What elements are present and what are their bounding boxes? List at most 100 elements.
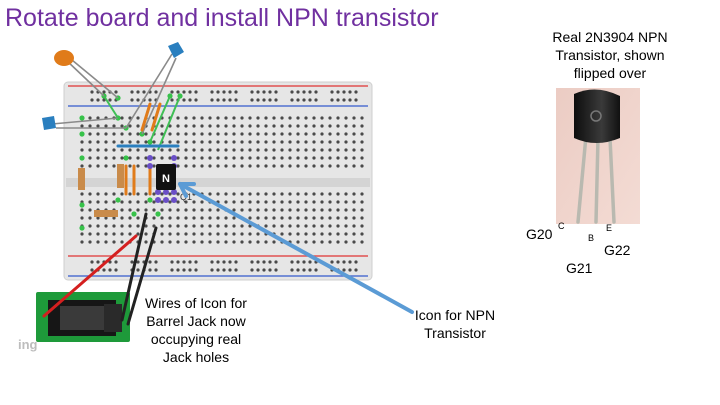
breadboard-hole	[136, 224, 140, 228]
breadboard-hole	[272, 140, 276, 144]
breadboard-hole	[248, 148, 252, 152]
breadboard-hole	[142, 90, 146, 94]
breadboard-hole	[104, 224, 108, 228]
breadboard-hole	[288, 232, 292, 236]
breadboard-hole	[272, 164, 276, 168]
breadboard-hole	[336, 192, 340, 196]
breadboard-hole	[296, 164, 300, 168]
breadboard-hole	[114, 260, 118, 264]
breadboard-hole	[88, 240, 92, 244]
breadboard-hole	[234, 98, 238, 102]
breadboard-hole	[216, 224, 220, 228]
breadboard-hole	[248, 232, 252, 236]
breadboard-hole	[224, 216, 228, 220]
breadboard-hole	[328, 132, 332, 136]
breadboard-hole	[320, 124, 324, 128]
breadboard-hole	[224, 164, 228, 168]
breadboard-hole	[348, 98, 352, 102]
breadboard-hole	[328, 116, 332, 120]
breadboard-hole	[348, 260, 352, 264]
breadboard-hole	[96, 132, 100, 136]
breadboard-hole	[170, 260, 174, 264]
breadboard-hole	[280, 224, 284, 228]
breadboard-hole	[160, 200, 164, 204]
breadboard-hole	[264, 116, 268, 120]
breadboard-hole	[224, 240, 228, 244]
breadboard-hole	[96, 156, 100, 160]
breadboard-hole	[136, 132, 140, 136]
breadboard-hole	[296, 148, 300, 152]
breadboard-hole	[120, 216, 124, 220]
breadboard-hole	[256, 116, 260, 120]
breadboard-hole	[232, 148, 236, 152]
breadboard-hole	[216, 98, 220, 102]
breadboard-hole	[256, 240, 260, 244]
pin-label-b: B	[588, 233, 595, 243]
breadboard-hole	[232, 164, 236, 168]
breadboard-hole	[268, 268, 272, 272]
breadboard-hole	[296, 156, 300, 160]
breadboard-hole	[192, 132, 196, 136]
breadboard-hole	[108, 98, 112, 102]
breadboard-hole	[232, 116, 236, 120]
breadboard-hole	[312, 240, 316, 244]
breadboard-hole	[348, 268, 352, 272]
breadboard-hole	[344, 140, 348, 144]
breadboard-hole	[240, 192, 244, 196]
breadboard-hole	[120, 232, 124, 236]
breadboard-hole	[268, 98, 272, 102]
breadboard-hole	[256, 192, 260, 196]
breadboard-hole	[312, 224, 316, 228]
breadboard-hole	[320, 224, 324, 228]
breadboard-hole	[240, 156, 244, 160]
breadboard-hole	[280, 156, 284, 160]
breadboard-hole	[176, 140, 180, 144]
breadboard-hole	[352, 200, 356, 204]
breadboard-hole	[280, 164, 284, 168]
breadboard-hole	[328, 224, 332, 228]
breadboard-hole	[330, 98, 334, 102]
transistor-photo	[556, 88, 640, 224]
breadboard-hole	[200, 116, 204, 120]
breadboard-hole	[88, 156, 92, 160]
breadboard-hole	[120, 124, 124, 128]
breadboard-hole	[320, 216, 324, 220]
npn-icon-letter: N	[162, 173, 170, 185]
breadboard-hole	[194, 268, 198, 272]
breadboard-hole	[264, 200, 268, 204]
breadboard-hole	[200, 224, 204, 228]
breadboard-hole	[288, 164, 292, 168]
breadboard-hole	[112, 224, 116, 228]
breadboard-hole	[232, 224, 236, 228]
breadboard-hole	[216, 124, 220, 128]
breadboard-hole	[296, 240, 300, 244]
breadboard-hole	[312, 156, 316, 160]
breadboard-hole	[208, 232, 212, 236]
breadboard-hole	[192, 240, 196, 244]
breadboard-hole	[312, 200, 316, 204]
breadboard-hole	[96, 192, 100, 196]
breadboard-hole	[136, 98, 140, 102]
breadboard-hole	[272, 240, 276, 244]
breadboard-hole	[296, 192, 300, 196]
breadboard-hole	[352, 116, 356, 120]
breadboard-hole	[320, 140, 324, 144]
breadboard-hole	[128, 132, 132, 136]
breadboard-hole	[240, 140, 244, 144]
breadboard-hole	[160, 216, 164, 220]
breadboard-hole	[342, 268, 346, 272]
breadboard-hole	[344, 240, 348, 244]
breadboard-hole	[344, 156, 348, 160]
breadboard-hole	[128, 124, 132, 128]
breadboard-hole	[312, 208, 316, 212]
breadboard-hole	[296, 268, 300, 272]
breadboard-hole	[360, 232, 364, 236]
jack-callout-line-4: Jack holes	[162, 349, 230, 365]
breadboard-hole	[160, 208, 164, 212]
capacitor-leads	[51, 53, 177, 135]
breadboard-hole	[336, 132, 340, 136]
breadboard-hole	[256, 140, 260, 144]
breadboard-hole	[216, 232, 220, 236]
breadboard-hole	[224, 156, 228, 160]
